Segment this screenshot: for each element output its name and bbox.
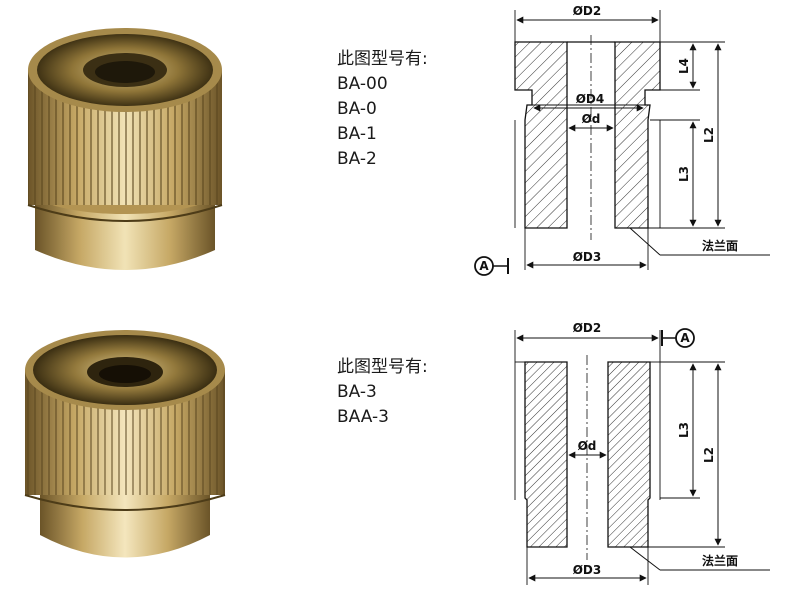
dim-d3-bottom: ØD3 — [573, 563, 602, 577]
datum-symbol-top: A — [474, 256, 509, 276]
dim-d4-top: ØD4 — [576, 92, 605, 106]
technical-drawing-top: A ØD2 ØD4 Ød ØD3 L4 L3 L2 法兰面 — [474, 4, 770, 276]
model-item: BA-0 — [337, 99, 377, 119]
datum-label-top: A — [479, 259, 489, 273]
models-heading-top: 此图型号有: — [337, 49, 428, 69]
dim-d2-bottom: ØD2 — [573, 321, 602, 335]
model-item: BA-1 — [337, 124, 377, 144]
dim-d2-top: ØD2 — [573, 4, 602, 18]
technical-drawing-bottom: A ØD2 Ød ØD3 L3 L2 法兰面 — [514, 321, 770, 585]
flange-label-top: 法兰面 — [702, 238, 738, 253]
dim-l3-top: L3 — [677, 166, 691, 182]
dim-l4-top: L4 — [677, 58, 691, 74]
dim-d-top: Ød — [582, 112, 601, 126]
datum-symbol-bottom: A — [661, 328, 695, 348]
model-item: BAA-3 — [337, 407, 389, 427]
model-item: BA-3 — [337, 382, 377, 402]
dim-l3-bottom: L3 — [677, 422, 691, 438]
brass-insert-photo-bottom — [24, 330, 226, 558]
model-list-top: 此图型号有: BA-00 BA-0 BA-1 BA-2 — [337, 47, 428, 172]
brass-insert-photo-top — [27, 28, 223, 270]
model-list-bottom: 此图型号有: BA-3 BAA-3 — [337, 355, 428, 430]
model-item: BA-2 — [337, 149, 377, 169]
flange-label-bottom: 法兰面 — [702, 553, 738, 568]
dim-d-bottom: Ød — [578, 439, 597, 453]
dim-l2-bottom: L2 — [702, 447, 716, 463]
dim-d3-top: ØD3 — [573, 250, 602, 264]
datum-label-bottom: A — [680, 331, 690, 345]
dim-l2-top: L2 — [702, 127, 716, 143]
models-heading-bottom: 此图型号有: — [337, 357, 428, 377]
model-item: BA-00 — [337, 74, 388, 94]
